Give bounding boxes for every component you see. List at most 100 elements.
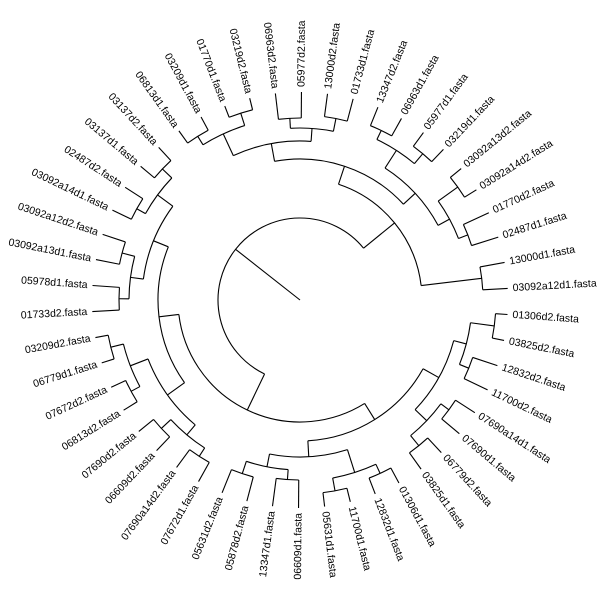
branch-arc: [142, 205, 174, 280]
branch: [95, 334, 109, 339]
tip-label: 01306d2.fasta: [512, 309, 579, 326]
branch: [332, 118, 337, 132]
tip-label: 11700d2.fasta: [489, 387, 554, 426]
branch-arc: [370, 125, 392, 137]
branch: [337, 166, 346, 185]
branch-arc: [228, 109, 253, 118]
tip-label: 12832d1.fasta: [371, 496, 406, 563]
branch-arc: [376, 138, 415, 165]
branch: [307, 440, 310, 457]
branch: [197, 136, 204, 146]
branch: [363, 222, 395, 249]
branch-arc: [462, 224, 473, 246]
branch: [453, 340, 467, 345]
branch: [472, 356, 498, 367]
branch: [458, 234, 469, 240]
branch-arc: [332, 463, 377, 479]
branch: [101, 358, 115, 364]
tip-label: 02487d1.fasta: [501, 210, 568, 242]
branch: [422, 368, 440, 379]
branch-arc: [187, 129, 209, 144]
branch: [322, 492, 326, 507]
branch: [102, 233, 126, 243]
tip-label: 03825d2.fasta: [508, 335, 576, 360]
branch: [376, 130, 382, 140]
branch-arc: [178, 314, 365, 423]
tip-label: 11700d1.fasta: [346, 505, 374, 572]
branch: [162, 168, 173, 179]
tip-label: 13000d2.fasta: [322, 22, 343, 90]
tip-label: 05631d2.fasta: [190, 495, 226, 561]
branch-arc: [324, 116, 348, 122]
branch: [455, 399, 476, 414]
branch: [492, 337, 505, 341]
branch: [441, 418, 460, 435]
branch: [414, 409, 428, 422]
tip-label: 06779d1.fasta: [32, 359, 99, 391]
branch: [167, 382, 185, 396]
branch-arc: [269, 449, 348, 458]
tip-label: 13347d1.fasta: [257, 510, 278, 578]
branch: [403, 192, 416, 205]
tip-label: 05977d2.fasta: [295, 20, 307, 87]
branch: [112, 209, 132, 220]
branch: [463, 378, 488, 391]
tip-label: 05878d2.fasta: [223, 504, 252, 572]
branch: [271, 478, 277, 507]
branch: [310, 128, 313, 142]
branch: [178, 130, 189, 144]
tip-label: 01733d1.fasta: [349, 28, 378, 96]
branch: [375, 464, 381, 474]
branch-arc: [441, 399, 456, 420]
branch: [266, 453, 271, 467]
branch: [471, 236, 499, 247]
tip-label: 03209d2.fasta: [24, 333, 92, 357]
branch: [437, 186, 459, 202]
branch: [479, 261, 505, 268]
branch: [153, 240, 169, 248]
tip-label: 06609d1.fasta: [292, 513, 304, 580]
tip-label: 03219d2.fasta: [227, 27, 255, 95]
branch: [440, 403, 450, 411]
branch: [130, 386, 141, 392]
branch: [286, 469, 289, 480]
branch-arc: [463, 357, 474, 379]
branch-arc: [147, 358, 196, 426]
branch: [346, 488, 351, 502]
branch: [121, 252, 135, 257]
tip-label: 05978d1.fasta: [21, 275, 88, 292]
branch: [140, 165, 155, 179]
branch-arc: [145, 177, 173, 214]
branch: [459, 363, 469, 369]
branch: [200, 116, 209, 131]
tip-label: 03092a13d1.fasta: [7, 236, 92, 264]
branch: [95, 259, 120, 265]
branch: [158, 147, 172, 161]
branch-arc: [368, 467, 392, 479]
branch: [289, 118, 291, 129]
branch-arc: [410, 403, 442, 437]
branch-arc: [189, 449, 210, 463]
branch: [270, 143, 276, 162]
tip-label: 13000d1.fasta: [508, 244, 576, 268]
branch: [138, 419, 154, 432]
branch: [246, 476, 254, 502]
tip-label: 03092a12d1.fasta: [512, 277, 597, 294]
branch-arc: [307, 368, 424, 442]
tip-label: 13347d2.fasta: [374, 38, 410, 104]
tip-label: 01733d2.fasta: [21, 306, 88, 322]
branch: [241, 461, 247, 474]
branch-arc: [338, 183, 422, 286]
branch-arc: [274, 158, 404, 205]
branch: [92, 284, 120, 288]
branch: [176, 449, 191, 468]
branch: [130, 358, 149, 367]
branch: [482, 287, 508, 291]
branch: [421, 277, 482, 287]
branch: [221, 469, 232, 494]
tip-label: 12832d2.fasta: [500, 362, 567, 394]
branch: [332, 477, 336, 491]
tip-label: 01770d1.fasta: [193, 37, 228, 104]
branch: [222, 133, 234, 156]
